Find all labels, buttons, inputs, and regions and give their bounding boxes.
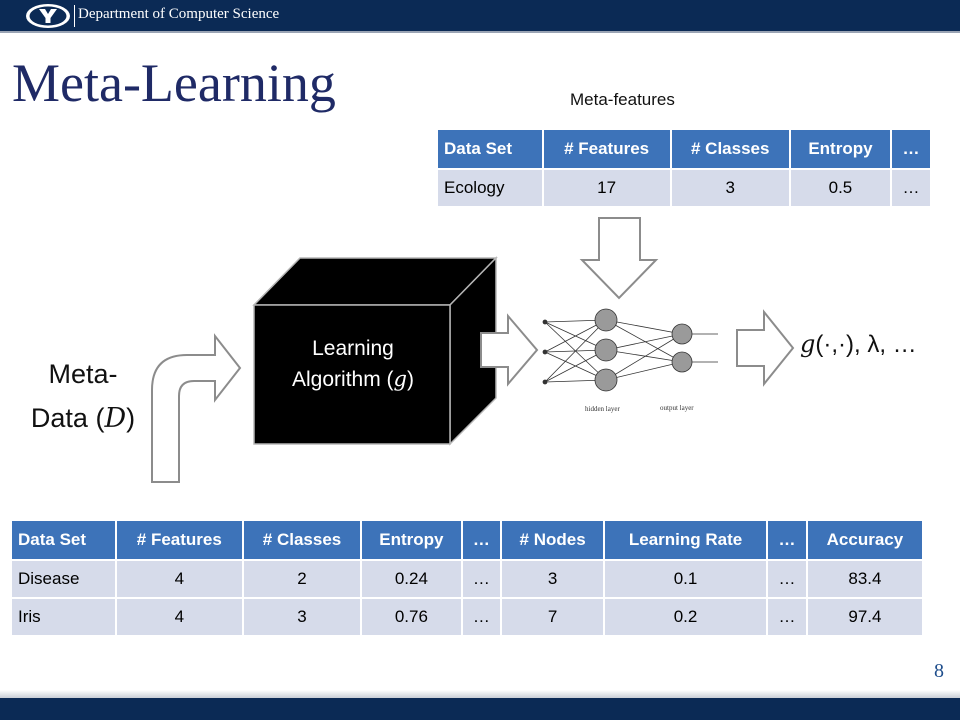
byu-logo-icon (26, 4, 70, 28)
table-cell: 4 (115, 559, 244, 598)
table-cell: 83.4 (806, 559, 925, 598)
algorithm-line1: Learning (312, 337, 394, 360)
meta-data-close: ) (126, 403, 136, 433)
header-separator (74, 5, 75, 27)
column-header: Entropy (361, 521, 463, 560)
column-header: Entropy (789, 130, 892, 169)
output-rest: (·,·), λ, … (815, 331, 917, 358)
network-output-arrow (736, 309, 795, 387)
footer-divider (0, 690, 960, 698)
table-cell: 3 (242, 597, 363, 635)
table-cell: 7 (501, 597, 605, 635)
meta-data-line1: Meta- (48, 359, 118, 389)
table-cell: Disease (12, 559, 117, 598)
table-cell: … (890, 168, 933, 206)
learning-algorithm-label: Learning Algorithm (g) (258, 333, 448, 395)
meta-features-down-arrow (579, 217, 659, 300)
column-header: Learning Rate (603, 521, 769, 560)
meta-data-line2: Data ( (30, 403, 105, 433)
column-header: # Nodes (501, 521, 605, 560)
algorithm-symbol: g (393, 367, 407, 391)
table-cell: … (767, 559, 808, 598)
table-cell: 3 (501, 559, 605, 598)
table-cell: 0.5 (789, 168, 892, 206)
meta-data-symbol: D (104, 403, 127, 434)
table-row: Ecology 17 3 0.5 … (438, 168, 933, 206)
meta-data-table: Data Set # Features # Classes Entropy … … (12, 521, 925, 635)
table-header-row: Data Set # Features # Classes Entropy … (438, 130, 933, 169)
column-header: Data Set (12, 521, 117, 560)
column-header: # Features (115, 521, 244, 560)
column-header: … (890, 130, 933, 169)
table-cell: Iris (12, 597, 117, 635)
meta-data-label: Meta- Data (D) (18, 352, 148, 441)
hidden-layer-label: hidden layer (585, 405, 620, 413)
department-name: Department of Computer Science (78, 6, 280, 22)
column-header: … (461, 521, 503, 560)
column-header: … (767, 521, 808, 560)
table-cell: 17 (542, 168, 672, 206)
slide-title: Meta-Learning (12, 53, 336, 113)
footer-bar (0, 698, 960, 720)
table-cell: 0.24 (361, 559, 463, 598)
neural-network-icon (542, 308, 718, 392)
output-layer-label: output layer (660, 404, 694, 412)
header-bar: Department of Computer Science (0, 0, 960, 33)
table-cell: 0.76 (361, 597, 463, 635)
table-cell: 0.1 (603, 559, 769, 598)
algorithm-close: ) (406, 368, 414, 391)
table-cell: … (461, 559, 503, 598)
page-number: 8 (934, 660, 944, 682)
table-cell: … (461, 597, 503, 635)
table-row: Disease 4 2 0.24 … 3 0.1 … 83.4 (12, 559, 925, 598)
meta-features-table: Data Set # Features # Classes Entropy … … (438, 130, 933, 206)
table-cell: 3 (670, 168, 791, 206)
column-header: # Features (542, 130, 672, 169)
table-header-row: Data Set # Features # Classes Entropy … … (12, 521, 925, 560)
column-header: # Classes (670, 130, 791, 169)
algorithm-line2: Algorithm ( (292, 368, 394, 391)
table-cell: 4 (115, 597, 244, 635)
curved-input-arrow (151, 333, 242, 483)
column-header: Data Set (438, 130, 544, 169)
learning-algorithm-cube (252, 256, 498, 446)
table-cell: 97.4 (806, 597, 925, 635)
column-header: # Classes (242, 521, 363, 560)
table-cell: Ecology (438, 168, 544, 206)
table-cell: 0.2 (603, 597, 769, 635)
table-row: Iris 4 3 0.76 … 7 0.2 … 97.4 (12, 597, 925, 635)
output-symbol: g (800, 330, 816, 358)
column-header: Accuracy (806, 521, 925, 560)
cube-to-network-arrow (480, 313, 539, 387)
meta-features-label: Meta-features (570, 90, 675, 109)
output-label: g(·,·), λ, … (800, 330, 917, 359)
table-cell: … (767, 597, 808, 635)
table-cell: 2 (242, 559, 363, 598)
